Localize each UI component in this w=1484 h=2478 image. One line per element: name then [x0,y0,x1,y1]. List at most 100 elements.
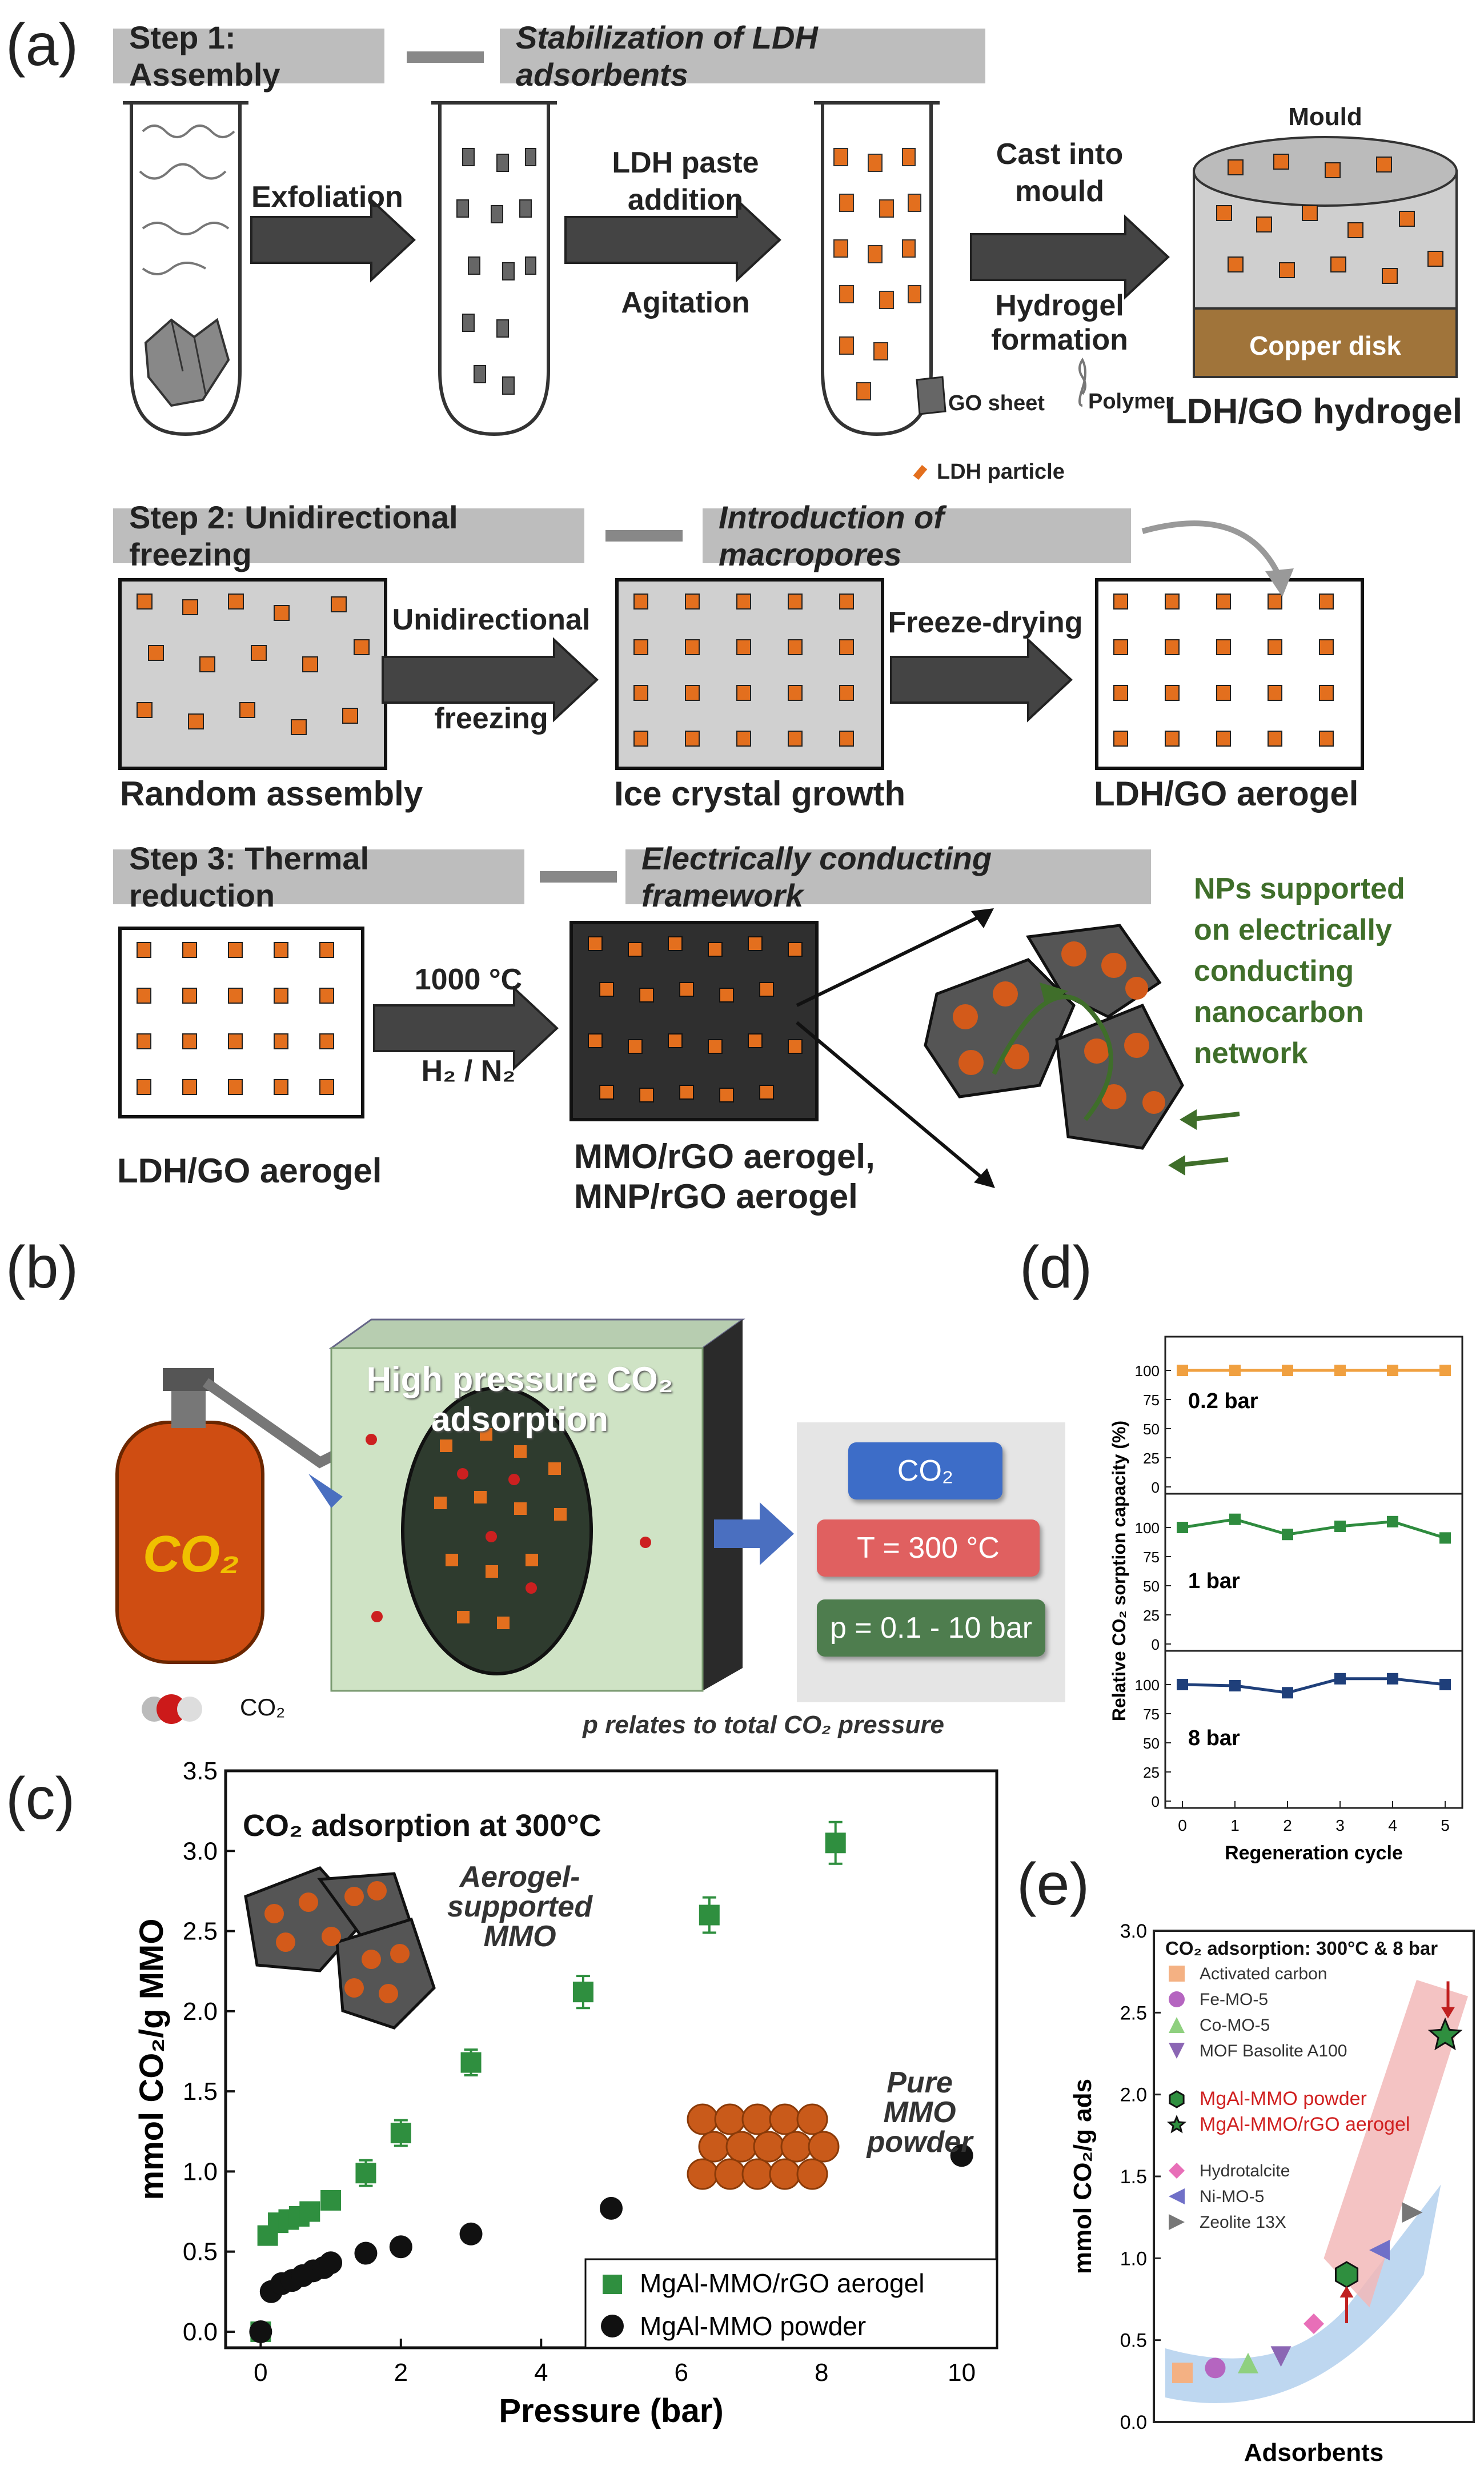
pressure-note: p relates to total CO₂ pressure [583,1711,944,1739]
data-point [1387,1365,1398,1376]
x-tick-label: 2 [394,2359,408,2387]
label-hydrogel-2: formation [991,323,1128,356]
data-point [1238,2352,1258,2373]
y-tick-label: 2.5 [1120,2002,1147,2024]
label-agitation: Agitation [621,286,750,319]
label-ice-crystal-growth: Ice crystal growth [614,775,906,813]
data-point [1229,1680,1241,1692]
y-tick-label: 2.5 [183,1918,218,1946]
data-point [1229,1513,1241,1525]
label-ldh-go-aerogel-2: LDH/GO aerogel [1094,775,1359,813]
label-paste-2: addition [627,183,744,216]
y-tick-label: 1.5 [1120,2166,1147,2188]
label-freezing: freezing [434,702,548,735]
y-tick-label: 25 [1143,1764,1160,1781]
data-point-powder [459,2222,483,2246]
data-point-powder [600,2196,623,2220]
data-point-aerogel [390,2123,411,2144]
y-axis-label: mmol CO₂/g ads [1069,2079,1097,2274]
y-tick-label: 3.0 [183,1837,218,1865]
label-mould: Mould [1288,103,1362,131]
data-point-aerogel [699,1904,720,1926]
data-point [1177,1365,1188,1376]
data-point [1439,1679,1451,1690]
x-tick-label: 5 [1441,1817,1450,1834]
x-tick-label: 3 [1335,1817,1345,1834]
data-point-aerogel [299,2201,320,2222]
legend-label-aerogel: MgAl-MMO/rGO aerogel [640,2268,924,2298]
y-tick-label: 0.5 [183,2238,218,2266]
test-tube-1 [123,101,248,436]
y-tick-label: 2.0 [1120,2084,1147,2106]
legend-co2: CO₂ [240,1694,286,1721]
data-point [1177,1522,1188,1533]
panel-label-a: (a) [6,12,79,78]
red-band [1323,1980,1468,2308]
powder-illustration [687,2103,840,2190]
y-tick-label: 75 [1143,1392,1160,1409]
data-point [1282,1529,1293,1541]
x-axis-label: Pressure (bar) [499,2392,723,2429]
data-point-aerogel [572,1982,593,2003]
data-point [1334,1673,1346,1685]
legend-label: Activated carbon [1200,1964,1327,1983]
panel-label-b: (b) [6,1234,79,1301]
y-tick-label: 75 [1143,1706,1160,1723]
y-tick-label: 75 [1143,1549,1160,1566]
legend-label: MgAl-MMO/rGO aerogel [1200,2114,1410,2135]
x-tick-label: 4 [534,2359,548,2387]
data-point [1369,2240,1390,2260]
legend-marker [1169,2090,1185,2108]
label-h2-n2: H₂ / N₂ [421,1054,516,1088]
label-random-assembly: Random assembly [120,775,423,813]
label-cast-1: Cast into [996,138,1124,171]
go-sheet-icon [916,376,946,415]
y-axis-label: mmol CO₂/g MMO [133,1919,170,2200]
legend-marker [1169,1991,1185,2007]
data-point [1205,2357,1226,2379]
subplot-frame [1164,1650,1463,1809]
panel-label-c: (c) [6,1766,75,1832]
series-label: 0.2 bar [1188,1389,1258,1413]
co2-tank [115,1368,346,1664]
legend-marker [1169,2043,1185,2059]
step2-graphic [118,520,1364,770]
series-line [1182,1677,1446,1694]
data-point [1334,1520,1346,1532]
label-unidirectional: Unidirectional [392,603,591,636]
subplot-frame [1164,1336,1463,1495]
polymer-icon [1078,358,1086,407]
step3-graphic [118,908,1240,1188]
label-ldh-go-aerogel-3: LDH/GO aerogel [117,1152,382,1190]
x-tick-label: 10 [948,2359,976,2387]
data-point [1387,1515,1398,1527]
legend-marker [1169,2188,1185,2204]
aerogel-illustration [244,1866,436,2030]
y-tick-label: 0 [1152,1479,1160,1496]
data-point [1334,2261,1359,2288]
highlight-arrowhead [1339,2286,1354,2297]
label-cast-2: mould [1015,175,1104,208]
y-tick-label: 25 [1143,1607,1160,1624]
y-tick-label: 50 [1143,1421,1160,1438]
data-point [1427,2017,1463,2051]
y-tick-label: 2.0 [183,1998,218,2026]
data-point [1282,1365,1293,1376]
highlight-arrowhead [1441,2007,1455,2019]
legend-marker [1169,2214,1185,2230]
legend-label: Ni-MO-5 [1200,2187,1264,2206]
x-tick-label: 8 [815,2359,828,2387]
label-ldh-particle: LDH particle [937,460,1065,484]
y-tick-label: 1.0 [183,2158,218,2186]
legend-marker-aerogel [603,2275,622,2294]
x-tick-label: 0 [254,2359,267,2387]
data-point [1229,1365,1241,1376]
step1-graphic [123,101,1458,480]
x-axis-label: Regeneration cycle [1225,1842,1403,1864]
series-label: 8 bar [1188,1726,1240,1750]
